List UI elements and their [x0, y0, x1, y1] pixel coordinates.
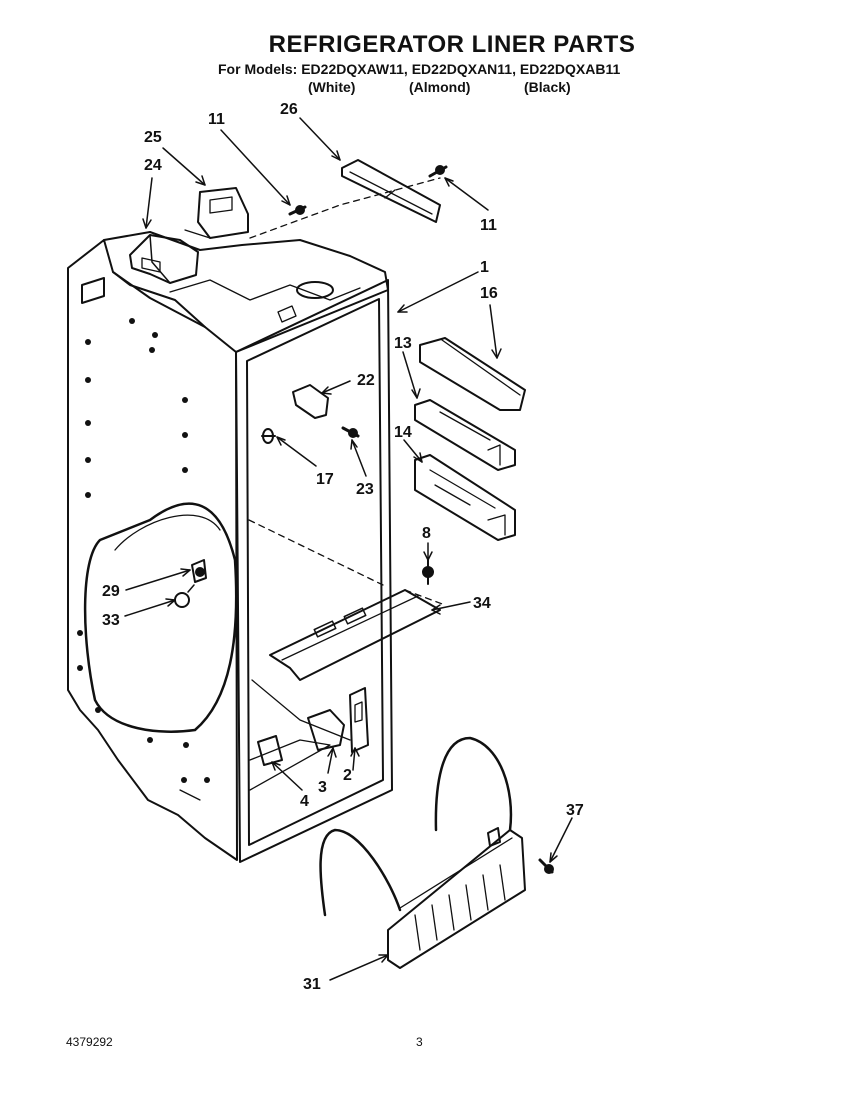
- part-11-screw-b: [428, 165, 448, 178]
- part-17-pin: [261, 428, 276, 444]
- part-13-support: [414, 399, 516, 471]
- models-line: For Models: ED22DQXAW11, ED22DQXAN11, ED…: [218, 61, 621, 77]
- part-2-bracket: [349, 687, 369, 753]
- leader-lines: [124, 117, 573, 981]
- callout-31: 31: [303, 976, 321, 993]
- callout-13: 13: [394, 335, 412, 352]
- part-29-bracket: [191, 559, 207, 583]
- callout-1: 1: [480, 259, 489, 276]
- document-number: 4379292: [66, 1035, 113, 1049]
- part-37-screw: [538, 858, 554, 874]
- part-8-screw: [422, 559, 434, 585]
- liner-part-1: [67, 231, 393, 863]
- part-3-bracket: [307, 709, 345, 751]
- callout-2: 2: [343, 767, 352, 784]
- part-16-cover: [419, 337, 526, 411]
- callout-17: 17: [316, 471, 334, 488]
- callout-34: 34: [473, 595, 491, 612]
- callout-26: 26: [280, 101, 298, 118]
- part-25-bracket: [184, 187, 249, 239]
- callout-4: 4: [300, 793, 309, 810]
- part-23-screw: [341, 426, 360, 438]
- part-24-housing: [129, 234, 199, 284]
- callout-25: 25: [144, 129, 162, 146]
- callout-11-right: 11: [480, 217, 497, 234]
- page-title: REFRIGERATOR LINER PARTS: [268, 31, 636, 58]
- part-26-rail: [341, 159, 441, 223]
- part-34-duct: [269, 589, 446, 681]
- callout-11-top: 11: [208, 111, 225, 128]
- finish-almond: (Almond): [409, 79, 471, 95]
- page-number: 3: [416, 1035, 423, 1049]
- callout-3: 3: [318, 779, 327, 796]
- finish-black: (Black): [524, 79, 571, 95]
- callout-24: 24: [144, 157, 162, 174]
- callout-23: 23: [356, 481, 374, 498]
- callout-33: 33: [102, 612, 120, 629]
- callout-37: 37: [566, 802, 584, 819]
- callout-8: 8: [422, 525, 431, 542]
- part-11-screw-a: [288, 205, 307, 216]
- callout-29: 29: [102, 583, 120, 600]
- part-33-bulb: [174, 584, 195, 608]
- part-14-bracket: [414, 454, 516, 541]
- callout-22: 22: [357, 372, 375, 389]
- part-22-clip: [292, 384, 329, 419]
- part-4-block: [257, 735, 283, 766]
- callout-14: 14: [394, 424, 412, 441]
- callout-16: 16: [480, 285, 498, 302]
- part-31-heater: [319, 736, 526, 969]
- finish-white: (White): [308, 79, 356, 95]
